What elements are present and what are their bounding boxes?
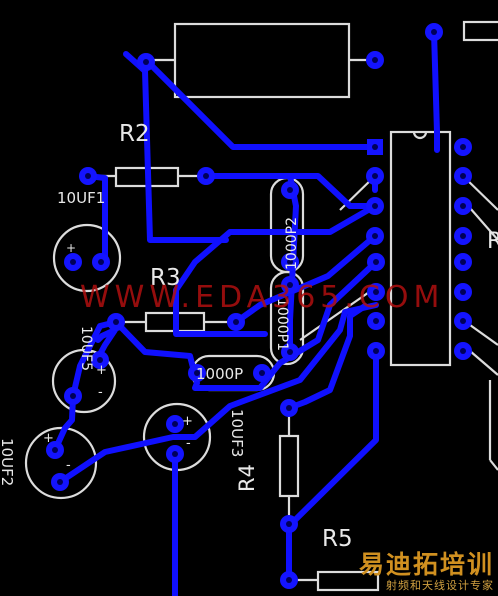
label-r2: R2 [119,121,150,147]
large-component-outline [173,22,351,99]
c-10uf5-outline [51,348,117,414]
c-10uf1-outline [52,223,122,293]
top-right-pin [425,23,443,41]
site-logo: 易迪拓培训 射频和天线设计专家 [344,551,494,593]
watermark-text: WWW.EDA365.COM [80,280,445,315]
polarity-10uf1-plus: + [66,241,76,255]
pad-layer [46,23,472,589]
r2-pins [79,167,215,185]
c-10uf2-pins [46,441,69,491]
logo-title: 易迪拓培训 [358,550,494,579]
ic-pins-left [366,139,385,360]
ic-notch [412,131,428,140]
r4-pins [280,399,298,533]
polarity-10uf5-minus: - [98,385,103,400]
polarity-10uf3-plus: + [182,414,193,429]
label-r5: R5 [322,526,353,552]
label-r3: R3 [150,265,181,291]
polarity-10uf2-plus: + [43,431,54,446]
label-10uf3: 10UF3 [228,409,246,457]
r4-outline [278,434,300,498]
ic-outline [389,130,452,367]
top-right-component-outline [462,20,498,42]
large-component-pins [137,51,384,71]
label-1000p1: 1000P1 [274,298,290,351]
c-1000p2-pins [281,181,299,271]
label-r4: R4 [235,464,259,492]
polarity-10uf5-plus: + [96,363,107,378]
ic-pins-right [454,138,472,360]
c-1000p-pins [188,364,271,382]
copper-trace-layer [52,29,440,596]
label-1000p2: 1000P2 [284,217,300,270]
c-1000p1-pins [281,276,299,361]
label-layer: R2 R3 R4 R5 10UF1 10UF5 10UF3 10UF2 1000… [0,121,498,552]
c-10uf1-pins [64,253,110,271]
label-right-edge-partial: R [487,229,498,254]
polarity-10uf2-minus: - [66,458,71,473]
c-10uf3-pins [166,415,184,463]
c-1000p1-outline [269,270,305,366]
label-10uf1: 10UF1 [57,189,105,207]
label-10uf2: 10UF2 [0,438,16,486]
label-10uf5: 10UF5 [78,326,94,371]
r5-pins [280,571,298,589]
logo-subtitle: 射频和天线设计专家 [386,579,494,592]
r3-pins [107,313,245,331]
c-10uf5-pins [64,351,109,405]
polarity-10uf3-minus: - [186,436,191,451]
label-1000p: 1000P [196,365,243,383]
c-10uf2-outline [24,426,98,500]
